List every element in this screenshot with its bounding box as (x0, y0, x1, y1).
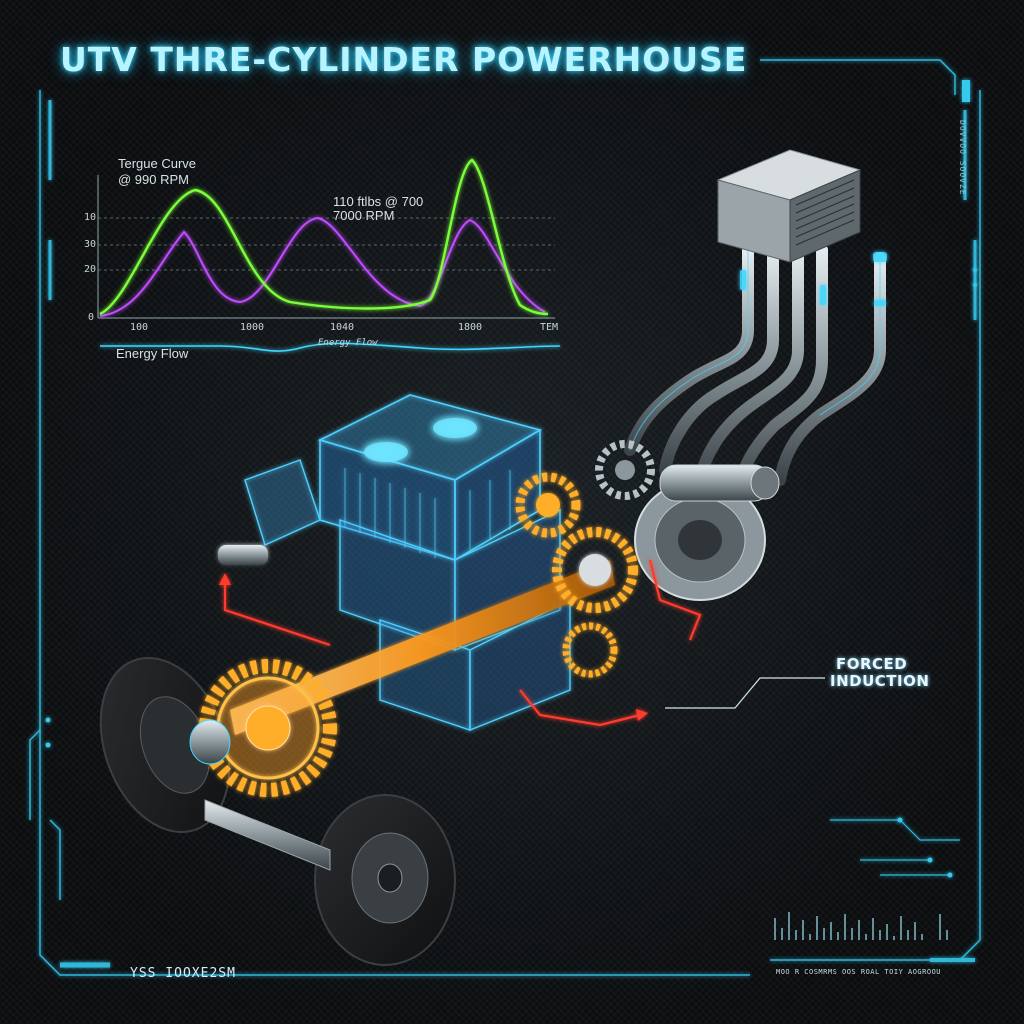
y-tick: 20 (84, 264, 97, 275)
front-wheel (314, 794, 456, 966)
cylinder-caps (364, 418, 477, 462)
gear-mid (552, 527, 638, 613)
rear-wheel (99, 656, 231, 834)
torque-curve-purple (99, 216, 546, 317)
callout-line-2: INDUCTION (830, 672, 930, 690)
diagram-title: UTV THRE-CYLINDER POWERHOUSE (60, 40, 748, 79)
torque-curve-rpm-label: @ 990 RPM (118, 172, 189, 187)
energy-flow-label: Energy Flow (116, 346, 189, 361)
arrow-heads (219, 573, 648, 721)
y-tick: 30 (84, 239, 97, 250)
x-tick: TEM (540, 322, 559, 333)
hub-cap (189, 719, 231, 765)
x-tick: 1040 (330, 322, 355, 333)
torque-curve-label: Tergue Curve (118, 156, 197, 171)
side-vertical-text: DOVVOO SOOVZE (958, 120, 967, 196)
hud-dots (45, 80, 977, 878)
peak-rpm-label: 7000 RPM (333, 208, 395, 223)
footer-code-right: MOO R COSMRMS OOS ROAL TOIY AOGROOU (776, 968, 942, 976)
power-curve-green (99, 158, 549, 316)
gear-lower (562, 622, 618, 678)
gear-top-small (515, 472, 581, 538)
chart-axes (97, 175, 555, 319)
energy-flow-arrows (223, 559, 702, 727)
chart-gridlines (98, 217, 555, 271)
x-tick: 100 (130, 322, 149, 333)
x-tick: 1800 (458, 322, 483, 333)
equalizer-bars (774, 912, 948, 940)
gear-large (199, 659, 337, 797)
y-tick: 10 (84, 212, 97, 223)
callout-line-1: FORCED (836, 655, 908, 673)
x-tick: 1000 (240, 322, 265, 333)
intake-pipes (624, 244, 886, 496)
forced-induction-callout: FORCED INDUCTION (830, 656, 929, 690)
hud-frame (29, 59, 981, 976)
pipe-clamps (740, 252, 887, 306)
energy-flow-caption: Energy Flow (318, 338, 378, 348)
y-tick: 0 (88, 312, 95, 323)
gear-chrome (595, 440, 655, 500)
callout-leader-line (665, 677, 825, 709)
peak-torque-label: 110 ftlbs @ 700 (333, 194, 424, 209)
footer-code-left: YSS IOOXE2SM (130, 966, 236, 981)
intercooler (716, 149, 862, 263)
turbocharger (634, 464, 780, 601)
energy-flow-line (100, 342, 561, 352)
